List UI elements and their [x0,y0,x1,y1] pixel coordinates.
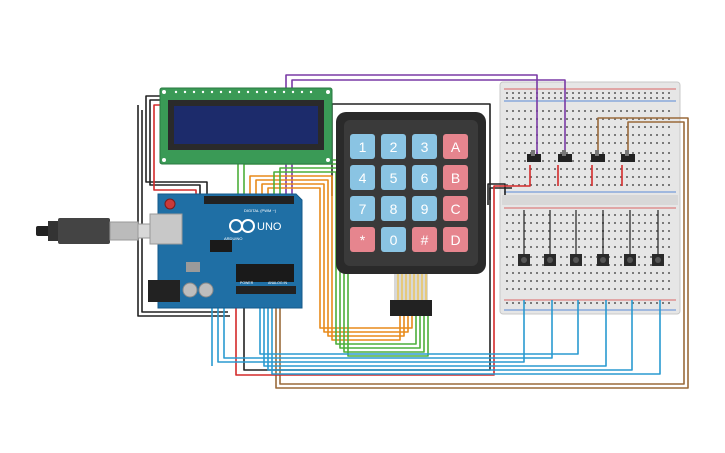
keypad-key-label: 4 [359,170,367,186]
keypad-key-label: 2 [390,139,398,155]
keypad-key-7[interactable]: 7 [350,196,375,221]
lcd-display[interactable] [159,87,333,165]
keypad-key-label: B [451,170,460,186]
keypad-4x4[interactable]: 1 2 3 A 4 5 6 B 7 8 9 C * 0 # D [336,112,486,316]
analog-label: ANALOG IN [268,281,288,285]
keypad-key-label: 9 [421,201,429,217]
arduino-subbrand: ARDUINO [224,236,242,241]
capacitor [198,282,214,298]
digital-label: DIGITAL (PWM ~) [244,208,277,213]
keypad-key-label: * [360,232,366,248]
analog-power-header [236,286,296,294]
keypad-key-D[interactable]: D [443,227,468,252]
keypad-key-label: D [450,232,460,248]
keypad-key-label: 6 [421,170,429,186]
arduino-brand: UNO [257,221,282,233]
keypad-key-6[interactable]: 6 [412,165,437,190]
usb-chip [210,240,232,252]
keypad-key-label: 0 [390,232,398,248]
pushbutton[interactable] [544,210,556,266]
breadboard-top-terminals [506,110,670,186]
atmega-chip [236,264,294,282]
pushbutton[interactable] [652,210,664,266]
pushbuttons[interactable] [518,210,664,266]
power-jack [148,280,180,302]
keypad-key-0[interactable]: 0 [381,227,406,252]
keypad-key-4[interactable]: 4 [350,165,375,190]
keypad-key-2[interactable]: 2 [381,134,406,159]
slide-switch[interactable] [621,150,635,162]
keypad-ribbon [390,274,432,316]
keypad-key-label: 7 [359,201,367,217]
reset-button[interactable] [164,198,176,210]
keypad-key-3[interactable]: 3 [412,134,437,159]
lcd-screen [174,106,318,144]
keypad-key-label: # [421,232,429,248]
digital-header [204,196,294,204]
keypad-keys[interactable]: 1 2 3 A 4 5 6 B 7 8 9 C * 0 # D [350,134,468,252]
arduino-logo-icon [229,219,255,233]
lcd-header-pins [174,90,313,94]
slide-switch[interactable] [591,150,605,162]
slide-switches[interactable] [527,150,635,162]
arduino-uno-board[interactable]: UNO ARDUINO DIGITAL (PWM ~) POWER ANALOG… [148,193,303,309]
breadboard-top-rail [506,92,670,99]
wires [137,74,689,389]
keypad-key-1[interactable]: 1 [350,134,375,159]
keypad-key-label: A [451,139,461,155]
usb-cable[interactable] [36,218,159,244]
pushbutton[interactable] [570,210,582,266]
pushbutton[interactable] [518,210,530,266]
keypad-key-B[interactable]: B [443,165,468,190]
slide-switch[interactable] [558,150,572,162]
keypad-key-#[interactable]: # [412,227,437,252]
keypad-key-label: C [450,201,460,217]
keypad-key-C[interactable]: C [443,196,468,221]
breadboard[interactable] [499,81,681,315]
regulator [186,262,200,272]
power-label: POWER [240,281,254,285]
capacitor [182,282,198,298]
keypad-key-label: 3 [421,139,429,155]
slide-switch[interactable] [527,150,541,162]
keypad-key-9[interactable]: 9 [412,196,437,221]
keypad-key-A[interactable]: A [443,134,468,159]
keypad-key-label: 1 [359,139,367,155]
usb-jack [149,213,183,245]
pushbutton[interactable] [597,210,609,266]
pushbutton[interactable] [624,210,636,266]
keypad-key-8[interactable]: 8 [381,196,406,221]
keypad-key-label: 8 [390,201,398,217]
keypad-key-5[interactable]: 5 [381,165,406,190]
keypad-key-label: 5 [390,170,398,186]
keypad-key-*[interactable]: * [350,227,375,252]
